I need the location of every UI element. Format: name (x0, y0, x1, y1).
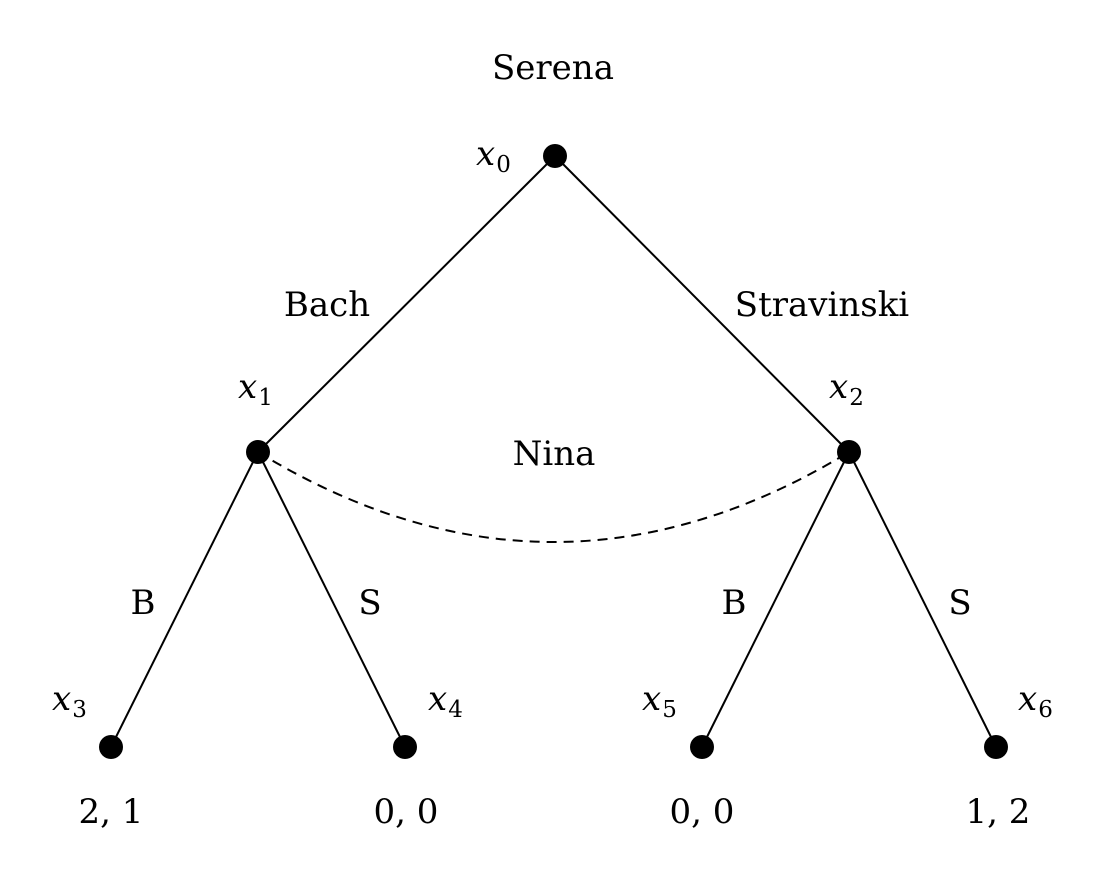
node-x3 (99, 735, 123, 759)
player-label-serena: Serena (492, 48, 614, 88)
node-x4 (393, 735, 417, 759)
edge-x0-x2 (554, 155, 850, 453)
payoff-x5: 0, 0 (670, 792, 735, 832)
action-label-bach: Bach (284, 285, 370, 325)
node-label-x2: x2 (829, 367, 864, 411)
action-label-x1-b: B (131, 583, 156, 623)
payoff-x6: 1, 2 (966, 792, 1031, 832)
node-label-x0: x0 (476, 134, 511, 178)
node-label-x4: x4 (428, 679, 463, 723)
action-label-x1-s: S (358, 583, 381, 623)
edge-x2-x5 (701, 451, 850, 748)
action-label-stravinski: Stravinski (735, 285, 910, 325)
node-x5 (690, 735, 714, 759)
node-x1 (246, 440, 270, 464)
edge-x0-x1 (257, 155, 556, 453)
player-label-nina: Nina (513, 434, 596, 474)
node-x2 (837, 440, 861, 464)
payoff-x3: 2, 1 (79, 792, 144, 832)
edge-x2-x6 (848, 451, 997, 748)
node-label-x5: x5 (642, 679, 677, 723)
action-label-x2-b: B (722, 583, 747, 623)
edge-x1-x4 (257, 451, 406, 748)
node-label-x6: x6 (1018, 679, 1053, 723)
action-label-x2-s: S (948, 583, 971, 623)
information-set-curve (257, 451, 850, 543)
edge-x1-x3 (110, 451, 259, 748)
node-label-x1: x1 (238, 367, 273, 411)
payoff-x4: 0, 0 (374, 792, 439, 832)
node-label-x3: x3 (52, 679, 87, 723)
node-x0 (543, 144, 567, 168)
node-x6 (984, 735, 1008, 759)
